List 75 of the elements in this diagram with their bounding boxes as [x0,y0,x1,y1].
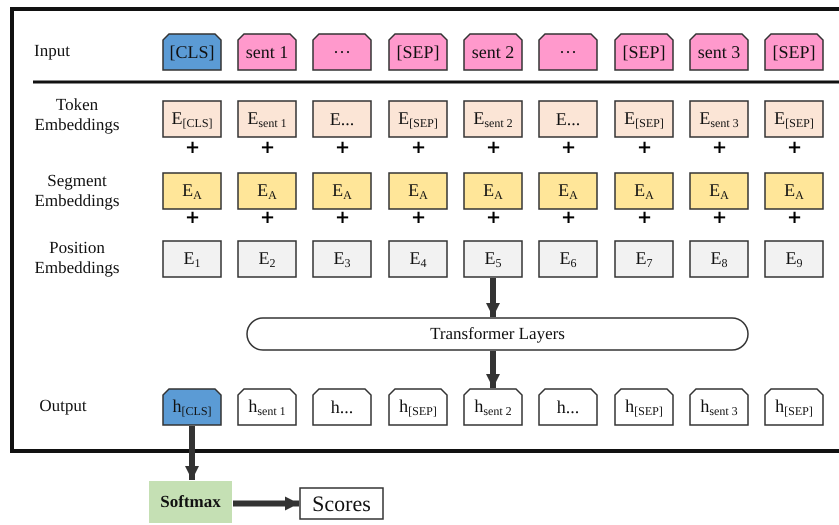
token-embedding-box: E$_{[SEP]}$ [388,100,448,138]
plus-sign: + [712,209,726,227]
input-token-box: sent 2 [463,33,523,71]
plus-sign: + [637,139,651,157]
output-token-box: h$_{sent 3}$ [689,388,749,426]
output-token-box: h... [312,388,372,426]
token-embedding-box: E$_{[CLS]}$ [162,100,222,138]
token-embedding-box: E... [312,100,372,138]
position-embedding-box: E$_{9}$ [764,240,824,278]
softmax-box: Softmax [148,480,233,524]
plus-sign: + [185,209,199,227]
segment-embedding-box: E$_{A}$ [162,172,222,210]
input-token-box: ··· [312,33,372,71]
input-token-box: sent 3 [689,33,749,71]
arrow [185,426,199,480]
input-token-box: ··· [538,33,598,71]
plus-sign: + [712,139,726,157]
plus-sign: + [260,139,274,157]
plus-sign: + [787,139,801,157]
plus-sign: + [486,209,500,227]
plus-sign: + [561,139,575,157]
arrow [486,278,500,317]
position-embedding-box: E$_{4}$ [388,240,448,278]
transformer-layers-block: Transformer Layers [246,317,749,351]
row-label: Output [38,396,88,416]
scores-box: Scores [299,487,384,520]
plus-sign: + [787,209,801,227]
position-embedding-box: E$_{8}$ [689,240,749,278]
segment-embedding-box: E$_{A}$ [312,172,372,210]
output-token-box: h$_{[SEP]}$ [388,388,448,426]
plus-sign: + [185,139,199,157]
token-embedding-box: E$_{sent 1}$ [237,100,297,138]
output-token-box: h$_{[CLS]}$ [162,388,222,426]
input-token-box: [SEP] [764,33,824,71]
output-token-box: h$_{[SEP]}$ [764,388,824,426]
position-embedding-box: E$_{1}$ [162,240,222,278]
plus-sign: + [335,139,349,157]
token-embedding-box: E$_{[SEP]}$ [764,100,824,138]
token-embedding-box: E$_{[SEP]}$ [614,100,674,138]
output-token-box: h... [538,388,598,426]
input-token-box: [SEP] [388,33,448,71]
segment-embedding-box: E$_{A}$ [388,172,448,210]
row-label: Input [33,41,71,62]
segment-embedding-box: E$_{A}$ [614,172,674,210]
row-label: Token Embeddings [34,95,120,136]
input-token-box: [CLS] [162,33,222,71]
position-embedding-box: E$_{2}$ [237,240,297,278]
segment-embedding-box: E$_{A}$ [764,172,824,210]
input-token-box: [SEP] [614,33,674,71]
segment-embedding-box: E$_{A}$ [538,172,598,210]
output-token-box: h$_{[SEP]}$ [614,388,674,426]
arrow [233,496,299,510]
segment-embedding-box: E$_{A}$ [237,172,297,210]
position-embedding-box: E$_{7}$ [614,240,674,278]
token-embedding-box: E$_{sent 2}$ [463,100,523,138]
plus-sign: + [411,139,425,157]
position-embedding-box: E$_{5}$ [463,240,523,278]
position-embedding-box: E$_{3}$ [312,240,372,278]
plus-sign: + [637,209,651,227]
position-embedding-box: E$_{6}$ [538,240,598,278]
row-label: Segment Embeddings [34,171,120,212]
plus-sign: + [486,139,500,157]
token-embedding-box: E$_{sent 3}$ [689,100,749,138]
token-embedding-box: E... [538,100,598,138]
plus-sign: + [411,209,425,227]
row-label: Position Embeddings [34,238,120,279]
output-token-box: h$_{sent 2}$ [463,388,523,426]
arrow [486,351,500,388]
output-token-box: h$_{sent 1}$ [237,388,297,426]
segment-embedding-box: E$_{A}$ [463,172,523,210]
segment-embedding-box: E$_{A}$ [689,172,749,210]
plus-sign: + [260,209,274,227]
plus-sign: + [335,209,349,227]
input-token-box: sent 1 [237,33,297,71]
plus-sign: + [561,209,575,227]
